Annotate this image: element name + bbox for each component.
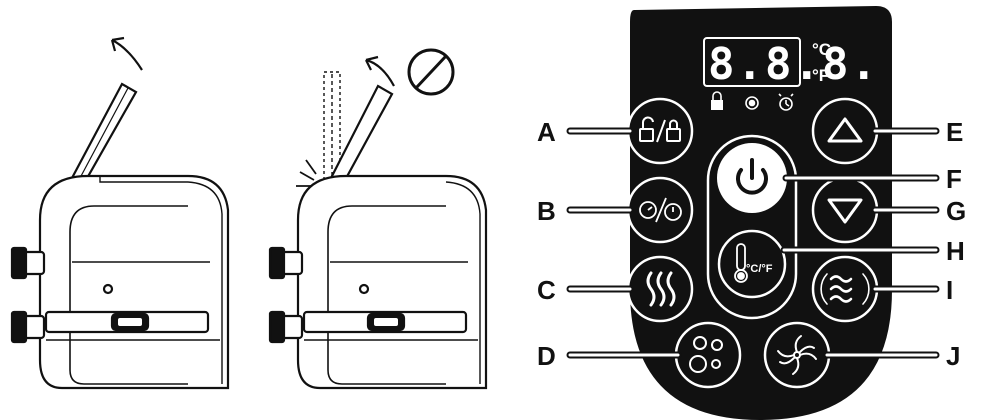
power-icon	[736, 158, 768, 195]
heat-unit-button[interactable]: °C/°F	[717, 229, 787, 299]
temperature-display: 8.8.8. °C °F	[703, 37, 879, 90]
temperature-up-button[interactable]	[811, 97, 879, 165]
thermometer-icon	[734, 243, 748, 283]
bubbles-icon	[689, 336, 723, 373]
pump-unit-open-lid	[10, 36, 230, 390]
pump-unit-overextended-lid	[268, 48, 488, 390]
callout-h: H	[946, 236, 965, 266]
indicator-row	[711, 91, 794, 111]
jets-button[interactable]	[763, 321, 831, 389]
water-filter-icon	[820, 273, 870, 305]
prohibited-icon	[407, 48, 455, 96]
unit-fahrenheit: °F	[812, 66, 829, 85]
timer-button[interactable]	[626, 176, 694, 244]
hose-connector-upper	[268, 246, 304, 280]
callout-b: B	[537, 196, 556, 226]
down-arrow-icon	[827, 198, 863, 224]
power-button[interactable]	[717, 143, 787, 213]
clock-indicator-icon	[778, 93, 794, 111]
callout-i: I	[946, 275, 953, 305]
bubbles-button[interactable]	[674, 321, 742, 389]
control-panel: 8.8.8. °C °F	[626, 6, 892, 420]
callout-a: A	[537, 117, 556, 147]
screw-icon	[102, 283, 114, 295]
callout-e: E	[946, 117, 963, 147]
timer-indicator-icon	[745, 96, 759, 110]
callout-labels: A B C D E F G H I J	[537, 117, 966, 371]
up-arrow-icon	[827, 117, 863, 143]
impact-marks	[296, 159, 317, 187]
center-capsule	[706, 134, 798, 320]
lock-unlock-button[interactable]	[626, 97, 694, 165]
display-digits: 8.8.8.	[708, 39, 879, 90]
callout-c: C	[537, 275, 556, 305]
callout-j: J	[946, 341, 960, 371]
raised-lid	[70, 82, 138, 182]
temperature-down-button[interactable]	[811, 176, 879, 244]
callout-d: D	[537, 341, 556, 371]
open-direction-arrow	[111, 39, 143, 71]
callout-g: G	[946, 196, 966, 226]
jets-icon	[777, 335, 817, 375]
callout-f: F	[946, 164, 962, 194]
timer-icon	[639, 197, 682, 223]
hose-connector-lower	[10, 310, 46, 344]
heater-button[interactable]	[626, 255, 694, 323]
heat-button-text: °C/°F	[746, 263, 773, 275]
unit-celsius: °C	[812, 40, 831, 59]
leader-lines	[566, 127, 940, 359]
screw-icon	[358, 283, 370, 295]
hose-connector-upper	[10, 246, 46, 280]
lock-unlock-icon	[639, 116, 681, 143]
hose-connector-lower	[268, 310, 304, 344]
open-direction-arrow	[365, 58, 395, 87]
lock-indicator-icon	[711, 91, 723, 110]
filter-button[interactable]	[811, 255, 879, 323]
heat-waves-icon	[646, 271, 676, 307]
